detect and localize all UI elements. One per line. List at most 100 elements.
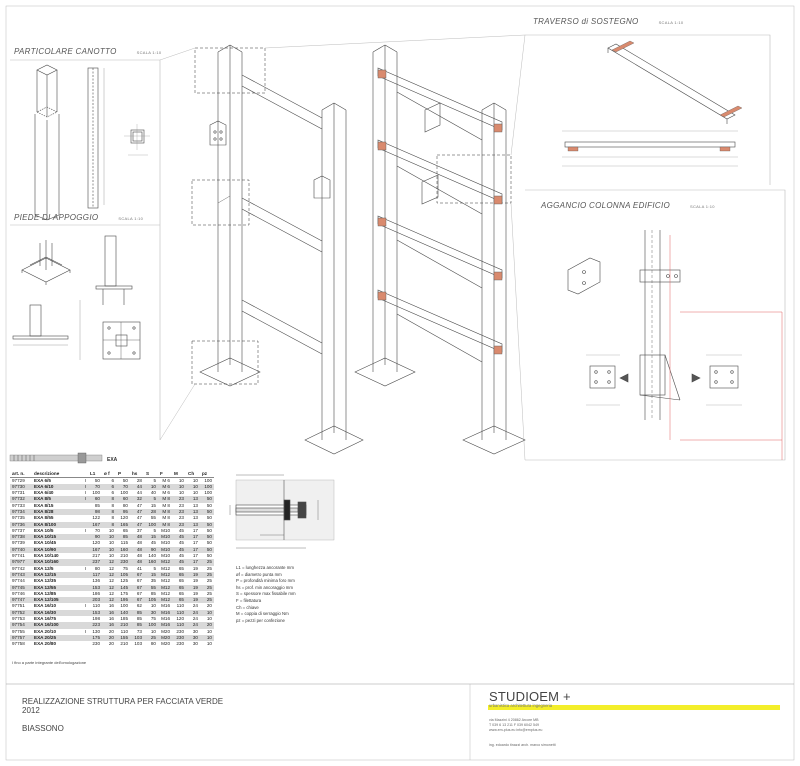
spec-cell: 97755 — [12, 628, 25, 634]
spec-cell: M 8 — [158, 496, 172, 503]
spec-cell: 30 — [144, 609, 158, 617]
spec-cell: 115 — [120, 540, 128, 546]
spec-cell: 80 — [122, 502, 128, 508]
spec-cell: 85 — [150, 590, 156, 596]
spec-cell: 32 — [130, 496, 144, 503]
anchor-label: EXA — [107, 457, 118, 463]
spec-cell: 8 — [102, 521, 116, 528]
spec-cell: EXA 6/10 — [32, 483, 74, 491]
spec-cell: 85 — [130, 609, 144, 617]
spec-cell: M12 — [158, 559, 172, 566]
detail-box-aggancio — [436, 154, 512, 204]
spec-cell: 50 — [206, 527, 212, 533]
spec-cell: 223 — [88, 622, 102, 629]
spec-cell: EXA 12/35 — [34, 578, 57, 584]
spec-cell: 23 — [172, 508, 186, 516]
spec-cell: M10 — [161, 540, 170, 546]
spec-cell: 65 — [172, 571, 186, 579]
spec-cell: 47 — [130, 508, 144, 516]
spec-cell: 97738 — [10, 534, 32, 541]
spec-cell: 50 — [200, 496, 214, 503]
spec-cell: 97734 — [10, 508, 32, 516]
spec-cell: 50 — [200, 546, 214, 554]
spec-cell: 67 — [136, 590, 142, 596]
spec-cell: 97754 — [10, 622, 32, 629]
spec-cell: 24 — [192, 603, 198, 609]
spec-cell: 50 — [200, 521, 214, 528]
spec-cell: 10 — [192, 477, 198, 483]
spec-cell: 125 — [120, 578, 128, 584]
spec-cell: 12 — [102, 559, 116, 566]
legend-item: øf = diametro punta mm — [236, 571, 282, 577]
spec-cell: 100 — [200, 483, 214, 491]
spec-cell: 28 — [144, 508, 158, 516]
spec-cell: 65 — [178, 590, 184, 596]
spec-cell: 65 — [172, 584, 186, 591]
spec-cell — [74, 634, 88, 642]
spec-cell: 48 — [130, 534, 144, 541]
spec-cell: M20 — [158, 634, 172, 642]
spec-cell: 10 — [206, 616, 212, 622]
legend-item: M = coppia di serraggio Nm — [236, 611, 289, 617]
aggancio-frame — [525, 189, 786, 461]
spec-cell: 97732 — [10, 496, 32, 503]
spec-cell: 65 — [172, 597, 186, 604]
spec-header-cell: P — [116, 470, 130, 478]
studio-address: via Mazzini 4 20862 Arcore MB — [489, 718, 539, 722]
spec-cell: 105 — [144, 597, 158, 604]
spec-cell: 65 — [178, 565, 184, 571]
spec-cell: 45 — [178, 553, 184, 559]
spec-cell: 25 — [206, 590, 212, 596]
spec-cell: M16 — [158, 609, 172, 617]
spec-cell: 140 — [116, 609, 130, 617]
spec-cell: 97745 — [10, 584, 32, 591]
spec-cell: 145 — [116, 584, 130, 591]
spec-cell: M12 — [161, 565, 170, 571]
spec-cell: 28 — [136, 477, 142, 483]
spec-header-cell: Ch — [186, 470, 200, 478]
spec-cell: 25 — [200, 559, 214, 566]
spec-cell: 10 — [108, 540, 114, 546]
piede-drawing — [12, 235, 141, 360]
spec-cell: 45 — [178, 527, 184, 533]
spec-cell: 19 — [192, 578, 198, 584]
spec-cell: 5 — [153, 477, 156, 483]
spec-cell: 12 — [102, 584, 116, 591]
legend-item: L1 = lunghezza ancorante mm — [236, 565, 294, 570]
spec-cell: 6 — [102, 483, 116, 491]
spec-cell: 122 — [92, 515, 100, 521]
legend-item: F = filettatura — [236, 597, 262, 603]
spec-cell: 153 — [88, 609, 102, 617]
spec-cell: 44 — [136, 490, 142, 496]
spec-cell: 110 — [176, 603, 184, 609]
spec-cell: M10 — [161, 553, 170, 559]
spec-cell: 97731 — [12, 490, 25, 496]
spec-cell: 35 — [150, 578, 156, 584]
spec-cell: 70 — [116, 483, 130, 491]
spec-cell: 10 — [178, 477, 184, 483]
spec-cell: M12 — [161, 590, 170, 596]
spec-cell: 8 — [102, 496, 116, 503]
anchor-section-drawing — [229, 474, 335, 549]
spec-cell: EXA 8/28 — [32, 508, 74, 516]
anchor-bolt-picture — [9, 452, 103, 464]
spec-cell: 23 — [172, 521, 186, 528]
spec-cell: 60 — [116, 496, 130, 503]
spec-cell: 110 — [172, 609, 186, 617]
spec-cell: 160 — [116, 546, 130, 554]
spec-cell: 97743 — [10, 571, 32, 579]
spec-cell: EXA 20/80 — [34, 641, 57, 647]
spec-cell: 19 — [186, 597, 200, 604]
spec-cell: 155 — [116, 634, 130, 642]
spec-cell: 45 — [172, 546, 186, 554]
